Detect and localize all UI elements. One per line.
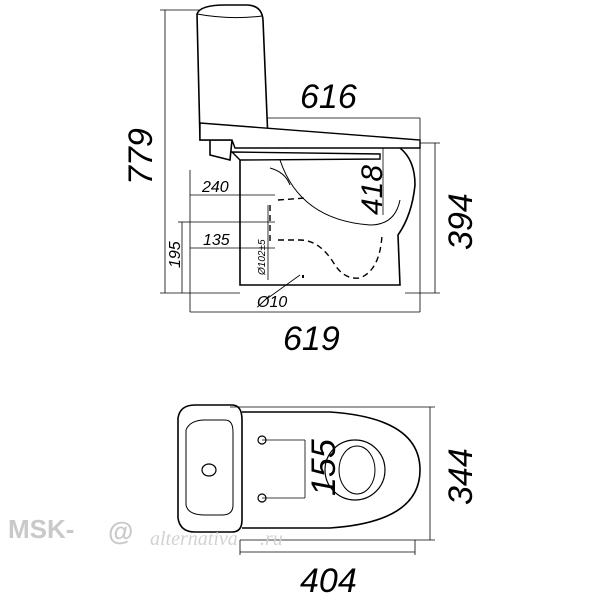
watermark-brand: MSK- (8, 514, 74, 544)
mount-hole-top (257, 435, 267, 445)
height-bowl-label: 394 (442, 193, 480, 250)
seat-lid (199, 122, 421, 161)
outlet-height-label: 195 (167, 241, 184, 268)
side-view-labels: 779 616 394 418 240 135 195 Ø102±5 Ø10 6… (122, 78, 480, 358)
side-view (160, 4, 440, 313)
inner-height-label: 418 (356, 165, 389, 215)
bowl-top (242, 411, 421, 529)
top-view (177, 404, 435, 555)
trap-hidden-line (269, 197, 383, 279)
length-base-label: 619 (283, 320, 340, 358)
offset-240-label: 240 (201, 179, 229, 196)
dimension-lines (160, 9, 440, 313)
offset-135-label: 135 (203, 232, 230, 249)
length-top-label: 616 (300, 78, 357, 116)
watermark-script: alternativa (150, 528, 238, 550)
watermark-at-icon: @ (108, 516, 133, 546)
watermark: MSK- @ alternativa .ru (8, 514, 283, 550)
mount-hole-bottom (257, 493, 267, 503)
height-total-label: 779 (122, 128, 160, 185)
bowl-body (239, 147, 416, 286)
hole-spacing-label: 155 (305, 439, 343, 496)
outlet-dia-label: Ø102±5 (257, 239, 268, 276)
bolt-dia-label: Ø10 (256, 294, 287, 311)
cistern (196, 4, 269, 162)
cistern-top (177, 404, 243, 533)
top-view-labels: 155 344 404 (300, 439, 480, 600)
length-label: 404 (300, 562, 357, 600)
width-label: 344 (442, 448, 480, 505)
top-dimension-lines (230, 406, 435, 555)
watermark-suffix: .ru (260, 528, 283, 550)
